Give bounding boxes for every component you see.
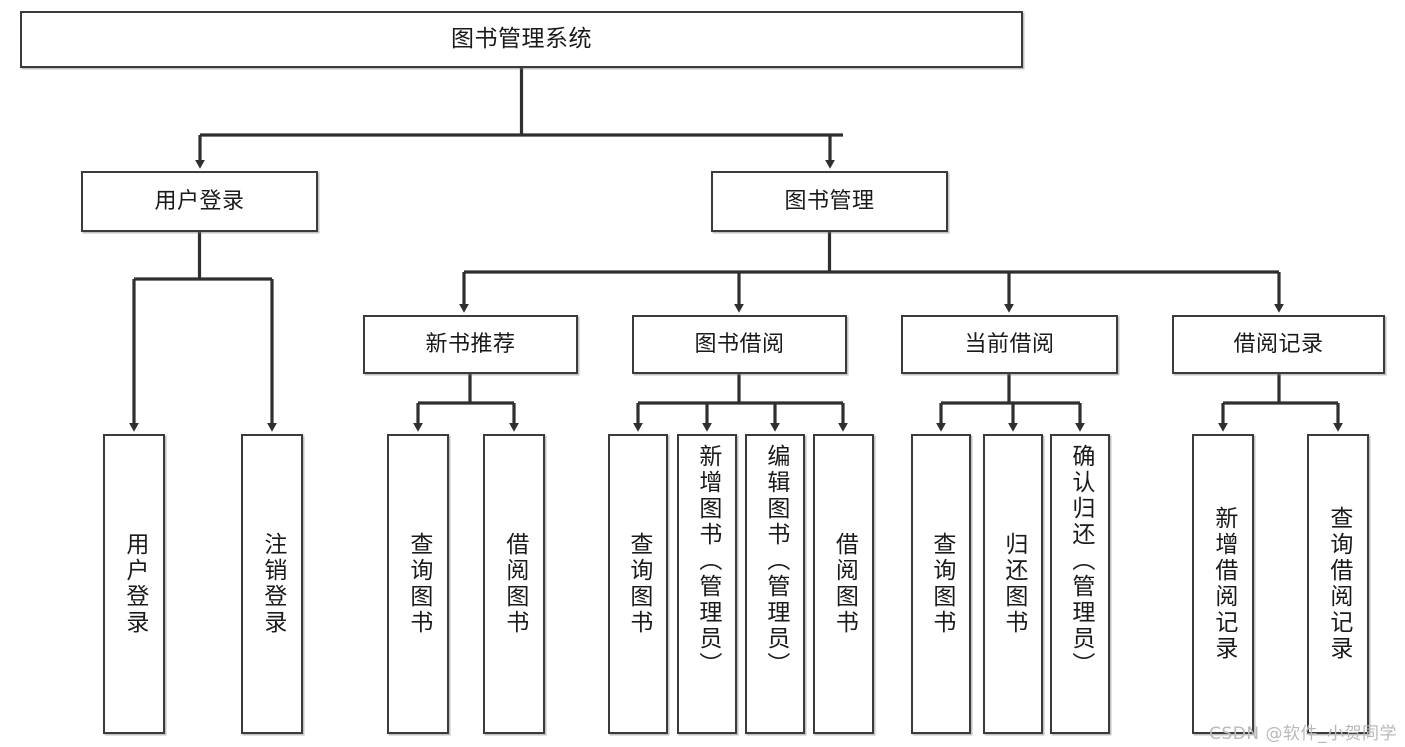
leaf-confirm-return-admin-label: 确认归还（管理员） <box>1067 444 1094 678</box>
node-user-login-label: 用户登录 <box>154 188 245 214</box>
leaf-add-book-admin-label: 新增图书（管理员） <box>694 444 721 678</box>
node-current-borrow[interactable]: 当前借阅 <box>901 315 1118 374</box>
leaf-edit-book-admin[interactable]: 编辑图书（管理员） <box>745 434 805 734</box>
node-new-book-recommend[interactable]: 新书推荐 <box>363 315 578 374</box>
node-root[interactable]: 图书管理系统 <box>20 11 1023 68</box>
leaf-return-book-label: 归还图书 <box>1000 532 1027 636</box>
leaf-logout-login-label: 注销登录 <box>259 532 286 636</box>
leaf-confirm-return-admin[interactable]: 确认归还（管理员） <box>1050 434 1110 734</box>
leaf-logout-login[interactable]: 注销登录 <box>241 434 303 734</box>
node-book-management-label: 图书管理 <box>784 188 875 214</box>
node-borrow-records-label: 借阅记录 <box>1233 331 1324 357</box>
leaf-borrow-book[interactable]: 借阅图书 <box>813 434 874 734</box>
leaf-borrow-book-label: 借阅图书 <box>831 532 858 636</box>
leaf-user-login-label: 用户登录 <box>121 532 148 636</box>
leaf-user-login[interactable]: 用户登录 <box>103 434 165 734</box>
node-borrow-records[interactable]: 借阅记录 <box>1172 315 1385 374</box>
leaf-query-book-recommend[interactable]: 查询图书 <box>387 434 449 734</box>
node-user-login[interactable]: 用户登录 <box>81 171 318 232</box>
leaf-query-book-current-label: 查询图书 <box>928 532 955 636</box>
node-current-borrow-label: 当前借阅 <box>964 331 1055 357</box>
leaf-add-borrow-record[interactable]: 新增借阅记录 <box>1192 434 1254 734</box>
node-root-label: 图书管理系统 <box>451 26 592 52</box>
leaf-borrow-book-recommend-label: 借阅图书 <box>501 532 528 636</box>
node-book-borrow[interactable]: 图书借阅 <box>632 315 847 374</box>
node-book-management[interactable]: 图书管理 <box>711 171 948 232</box>
node-new-book-recommend-label: 新书推荐 <box>425 331 516 357</box>
node-book-borrow-label: 图书借阅 <box>694 331 785 357</box>
leaf-query-book-borrow-label: 查询图书 <box>625 532 652 636</box>
csdn-watermark: CSDN @软件_小贺同学 <box>1209 724 1397 744</box>
leaf-query-book-recommend-label: 查询图书 <box>405 532 432 636</box>
leaf-return-book[interactable]: 归还图书 <box>983 434 1043 734</box>
leaf-edit-book-admin-label: 编辑图书（管理员） <box>762 444 789 678</box>
leaf-borrow-book-recommend[interactable]: 借阅图书 <box>483 434 545 734</box>
leaf-add-borrow-record-label: 新增借阅记录 <box>1210 506 1237 662</box>
leaf-query-borrow-record-label: 查询借阅记录 <box>1325 506 1352 662</box>
leaf-query-borrow-record[interactable]: 查询借阅记录 <box>1307 434 1369 734</box>
leaf-add-book-admin[interactable]: 新增图书（管理员） <box>677 434 737 734</box>
leaf-query-book-current[interactable]: 查询图书 <box>911 434 971 734</box>
leaf-query-book-borrow[interactable]: 查询图书 <box>608 434 668 734</box>
